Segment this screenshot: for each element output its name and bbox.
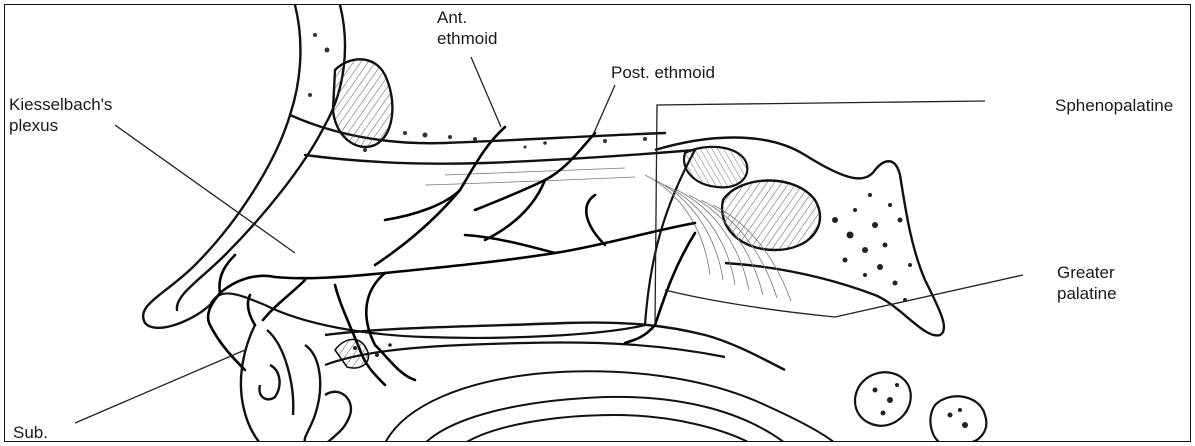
greater-palatine-label-line2: palatine bbox=[1057, 284, 1117, 304]
hard-palate bbox=[325, 323, 785, 371]
upper-lip bbox=[241, 325, 351, 442]
ant-ethmoid-label-line2: ethmoid bbox=[437, 29, 497, 49]
tongue bbox=[385, 371, 835, 442]
sphenopalatine-label: Sphenopalatine bbox=[1055, 96, 1173, 116]
diagram-frame: Ant. ethmoid Post. ethmoid Kiesselbach's… bbox=[4, 4, 1191, 442]
frontal-sinus bbox=[333, 59, 392, 147]
nasal-septum-illustration bbox=[5, 5, 1191, 442]
sub-label: Sub. bbox=[13, 423, 48, 442]
sphenoid-sinus bbox=[655, 138, 944, 336]
kiesselbach-label-line2: plexus bbox=[9, 116, 58, 136]
post-ethmoid-label: Post. ethmoid bbox=[611, 63, 715, 83]
greater-palatine-label-line1: Greater bbox=[1057, 263, 1115, 283]
kiesselbach-label-line1: Kiesselbach's bbox=[9, 95, 112, 115]
vertebrae bbox=[855, 372, 986, 442]
ant-ethmoid-label-line1: Ant. bbox=[437, 8, 467, 28]
nasal-bone bbox=[143, 5, 695, 328]
